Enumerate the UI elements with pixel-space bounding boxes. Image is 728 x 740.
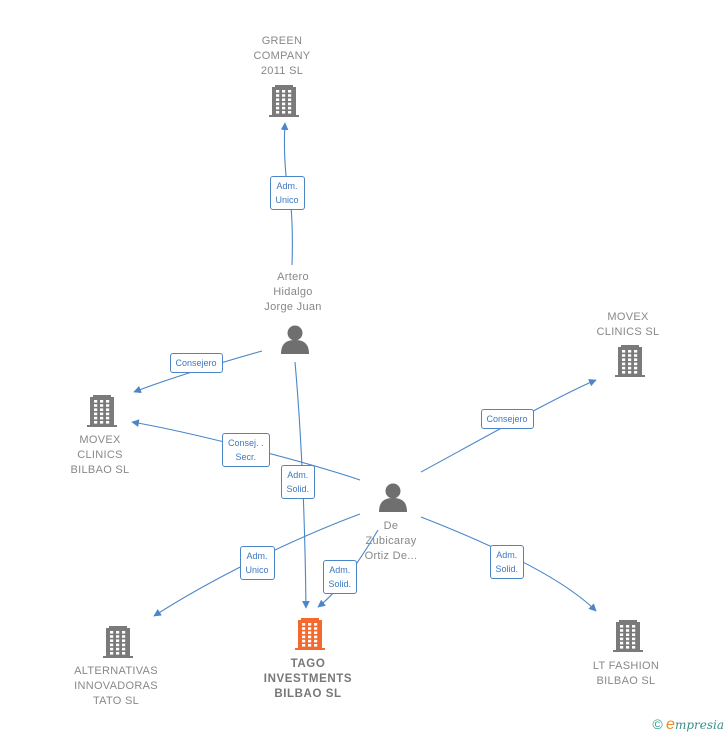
empresia-logo-initial: e [666, 716, 675, 733]
node-label-green[interactable]: GREEN COMPANY 2011 SL [253, 35, 311, 77]
edge-label-zubicaray-to-alternativas: Adm. Unico [239, 546, 275, 580]
building-icon[interactable] [103, 626, 133, 658]
person-icon[interactable] [281, 325, 309, 355]
edge-label-artero-to-green: Adm. Unico [269, 176, 305, 210]
building-icon[interactable] [87, 395, 117, 427]
person-icon[interactable] [379, 483, 407, 513]
node-label-ltfashion[interactable]: LT FASHION BILBAO SL [592, 660, 660, 687]
building-icon[interactable] [269, 85, 299, 117]
node-label-movexbilbao[interactable]: MOVEX CLINICS BILBAO SL [70, 434, 130, 476]
node-label-artero[interactable]: Artero Hidalgo Jorge Juan [264, 271, 322, 313]
edge-label-artero-to-tago: Adm. Solid. [280, 465, 316, 499]
building-icon[interactable] [295, 618, 325, 650]
building-icon[interactable] [613, 620, 643, 652]
empresia-watermark: © empresia [652, 716, 724, 734]
empresia-logo-text: mpresia [674, 718, 724, 732]
building-icon[interactable] [615, 345, 645, 377]
node-label-tago[interactable]: TAGO INVESTMENTS BILBAO SL [263, 658, 353, 700]
edge-label-artero-to-movexbilbao: Consejero [169, 353, 223, 373]
edge-label-zubicaray-to-movexbilbao: Consej. . Secr. [222, 433, 270, 467]
edge-label-zubicaray-to-ltfashion: Adm. Solid. [489, 545, 525, 579]
node-label-zubicaray[interactable]: De Zubicaray Ortiz De... [364, 520, 418, 562]
node-label-alternativas[interactable]: ALTERNATIVAS INNOVADORAS TATO SL [74, 665, 158, 707]
edge-label-zubicaray-to-movex: Consejero [480, 409, 534, 429]
node-label-movex[interactable]: MOVEX CLINICS SL [596, 311, 660, 338]
edge-label-zubicaray-to-tago: Adm. Solid. [322, 560, 358, 594]
copyright-icon: © [652, 716, 663, 732]
